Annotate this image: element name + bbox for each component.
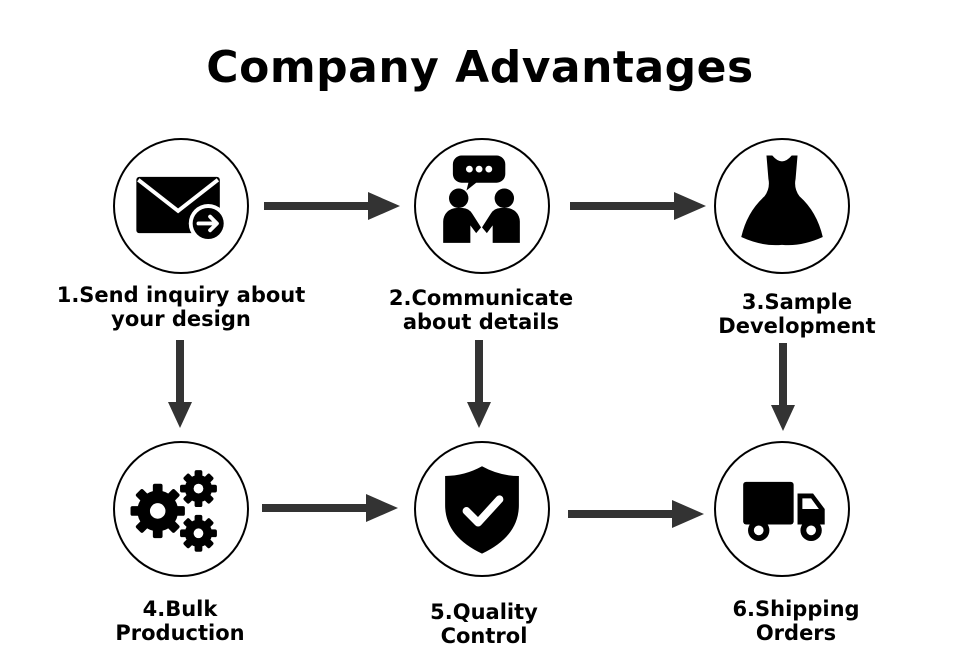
step-5-label-line2: Control <box>440 624 528 648</box>
step-1-label-line1: 1.Send inquiry about <box>56 283 306 307</box>
step-1-label-line2: your design <box>111 307 251 331</box>
step-1-circle <box>113 138 249 274</box>
step-3-label: 3.Sample Development <box>700 290 894 338</box>
step-2-label: 2.Communicate about details <box>370 286 592 334</box>
step-5-label-line1: 5.Quality <box>430 600 538 624</box>
step-5-label: 5.Quality Control <box>394 600 574 648</box>
gears-icon <box>130 470 217 552</box>
step-2-circle <box>414 138 550 274</box>
arrow-3-to-6 <box>771 343 795 431</box>
step-6-label: 6.Shipping Orders <box>706 597 886 645</box>
step-3-circle <box>714 138 850 274</box>
step-6-circle <box>714 441 850 577</box>
truck-icon <box>743 481 825 542</box>
diagram-title: Company Advantages <box>206 42 754 93</box>
arrow-2-to-5 <box>467 340 491 428</box>
conversation-icon <box>443 155 520 243</box>
arrow-4-to-5 <box>262 494 398 522</box>
dress-icon <box>741 155 823 246</box>
arrow-1-to-2 <box>264 192 400 220</box>
step-4-label-line1: 4.Bulk <box>142 597 218 621</box>
step-3-label-line1: 3.Sample <box>741 290 853 314</box>
step-3-label-line2: Development <box>718 314 876 338</box>
shield-check-icon <box>445 466 519 554</box>
step-6-label-line2: Orders <box>755 621 837 645</box>
envelope-arrow-icon <box>136 176 228 243</box>
step-2-label-line1: 2.Communicate <box>388 286 574 310</box>
arrow-5-to-6 <box>568 500 704 528</box>
step-6-label-line1: 6.Shipping <box>732 597 860 621</box>
arrow-2-to-3 <box>570 192 706 220</box>
step-4-label-line2: Production <box>115 621 245 645</box>
step-5-circle <box>414 441 550 577</box>
step-4-label: 4.Bulk Production <box>100 597 260 645</box>
step-4-circle <box>113 441 249 577</box>
step-2-label-line2: about details <box>402 310 560 334</box>
step-1-label: 1.Send inquiry about your design <box>40 283 322 331</box>
arrow-1-to-4 <box>168 340 192 428</box>
